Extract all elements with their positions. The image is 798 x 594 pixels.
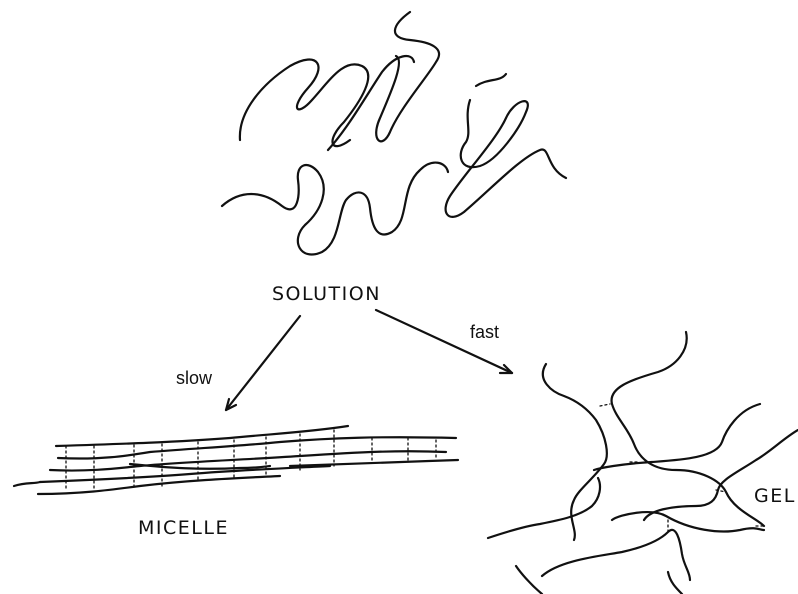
micelle-chain-1 (56, 426, 348, 446)
micelle-chains (14, 426, 458, 494)
coil-1 (376, 12, 439, 141)
micelle-chain-7 (38, 476, 280, 494)
gel-network (488, 332, 798, 594)
micelle-chain-2 (58, 437, 456, 458)
gel-chain-5 (612, 512, 764, 531)
coil-6 (476, 74, 506, 86)
slow-arrow (226, 316, 300, 410)
gel-chain-8 (516, 566, 542, 594)
micelle-chain-8 (14, 482, 40, 486)
coil-4 (222, 163, 448, 255)
coil-2 (240, 60, 368, 147)
gel-chain-3 (594, 404, 760, 470)
gel-label: GEL (754, 487, 796, 506)
slow-label: slow (176, 369, 212, 387)
coil-5 (446, 100, 566, 217)
gel-chain-2 (612, 332, 764, 526)
micelle-chain-6 (290, 460, 458, 466)
solution-label: SOLUTION (272, 285, 381, 304)
micelle-label: MICELLE (138, 519, 229, 538)
fast-label: fast (470, 323, 499, 341)
gel-chain-9 (668, 572, 682, 594)
gel-chain-1 (543, 364, 607, 540)
gel-crosslinks (600, 404, 766, 532)
solution-polymer-coils (222, 12, 566, 255)
